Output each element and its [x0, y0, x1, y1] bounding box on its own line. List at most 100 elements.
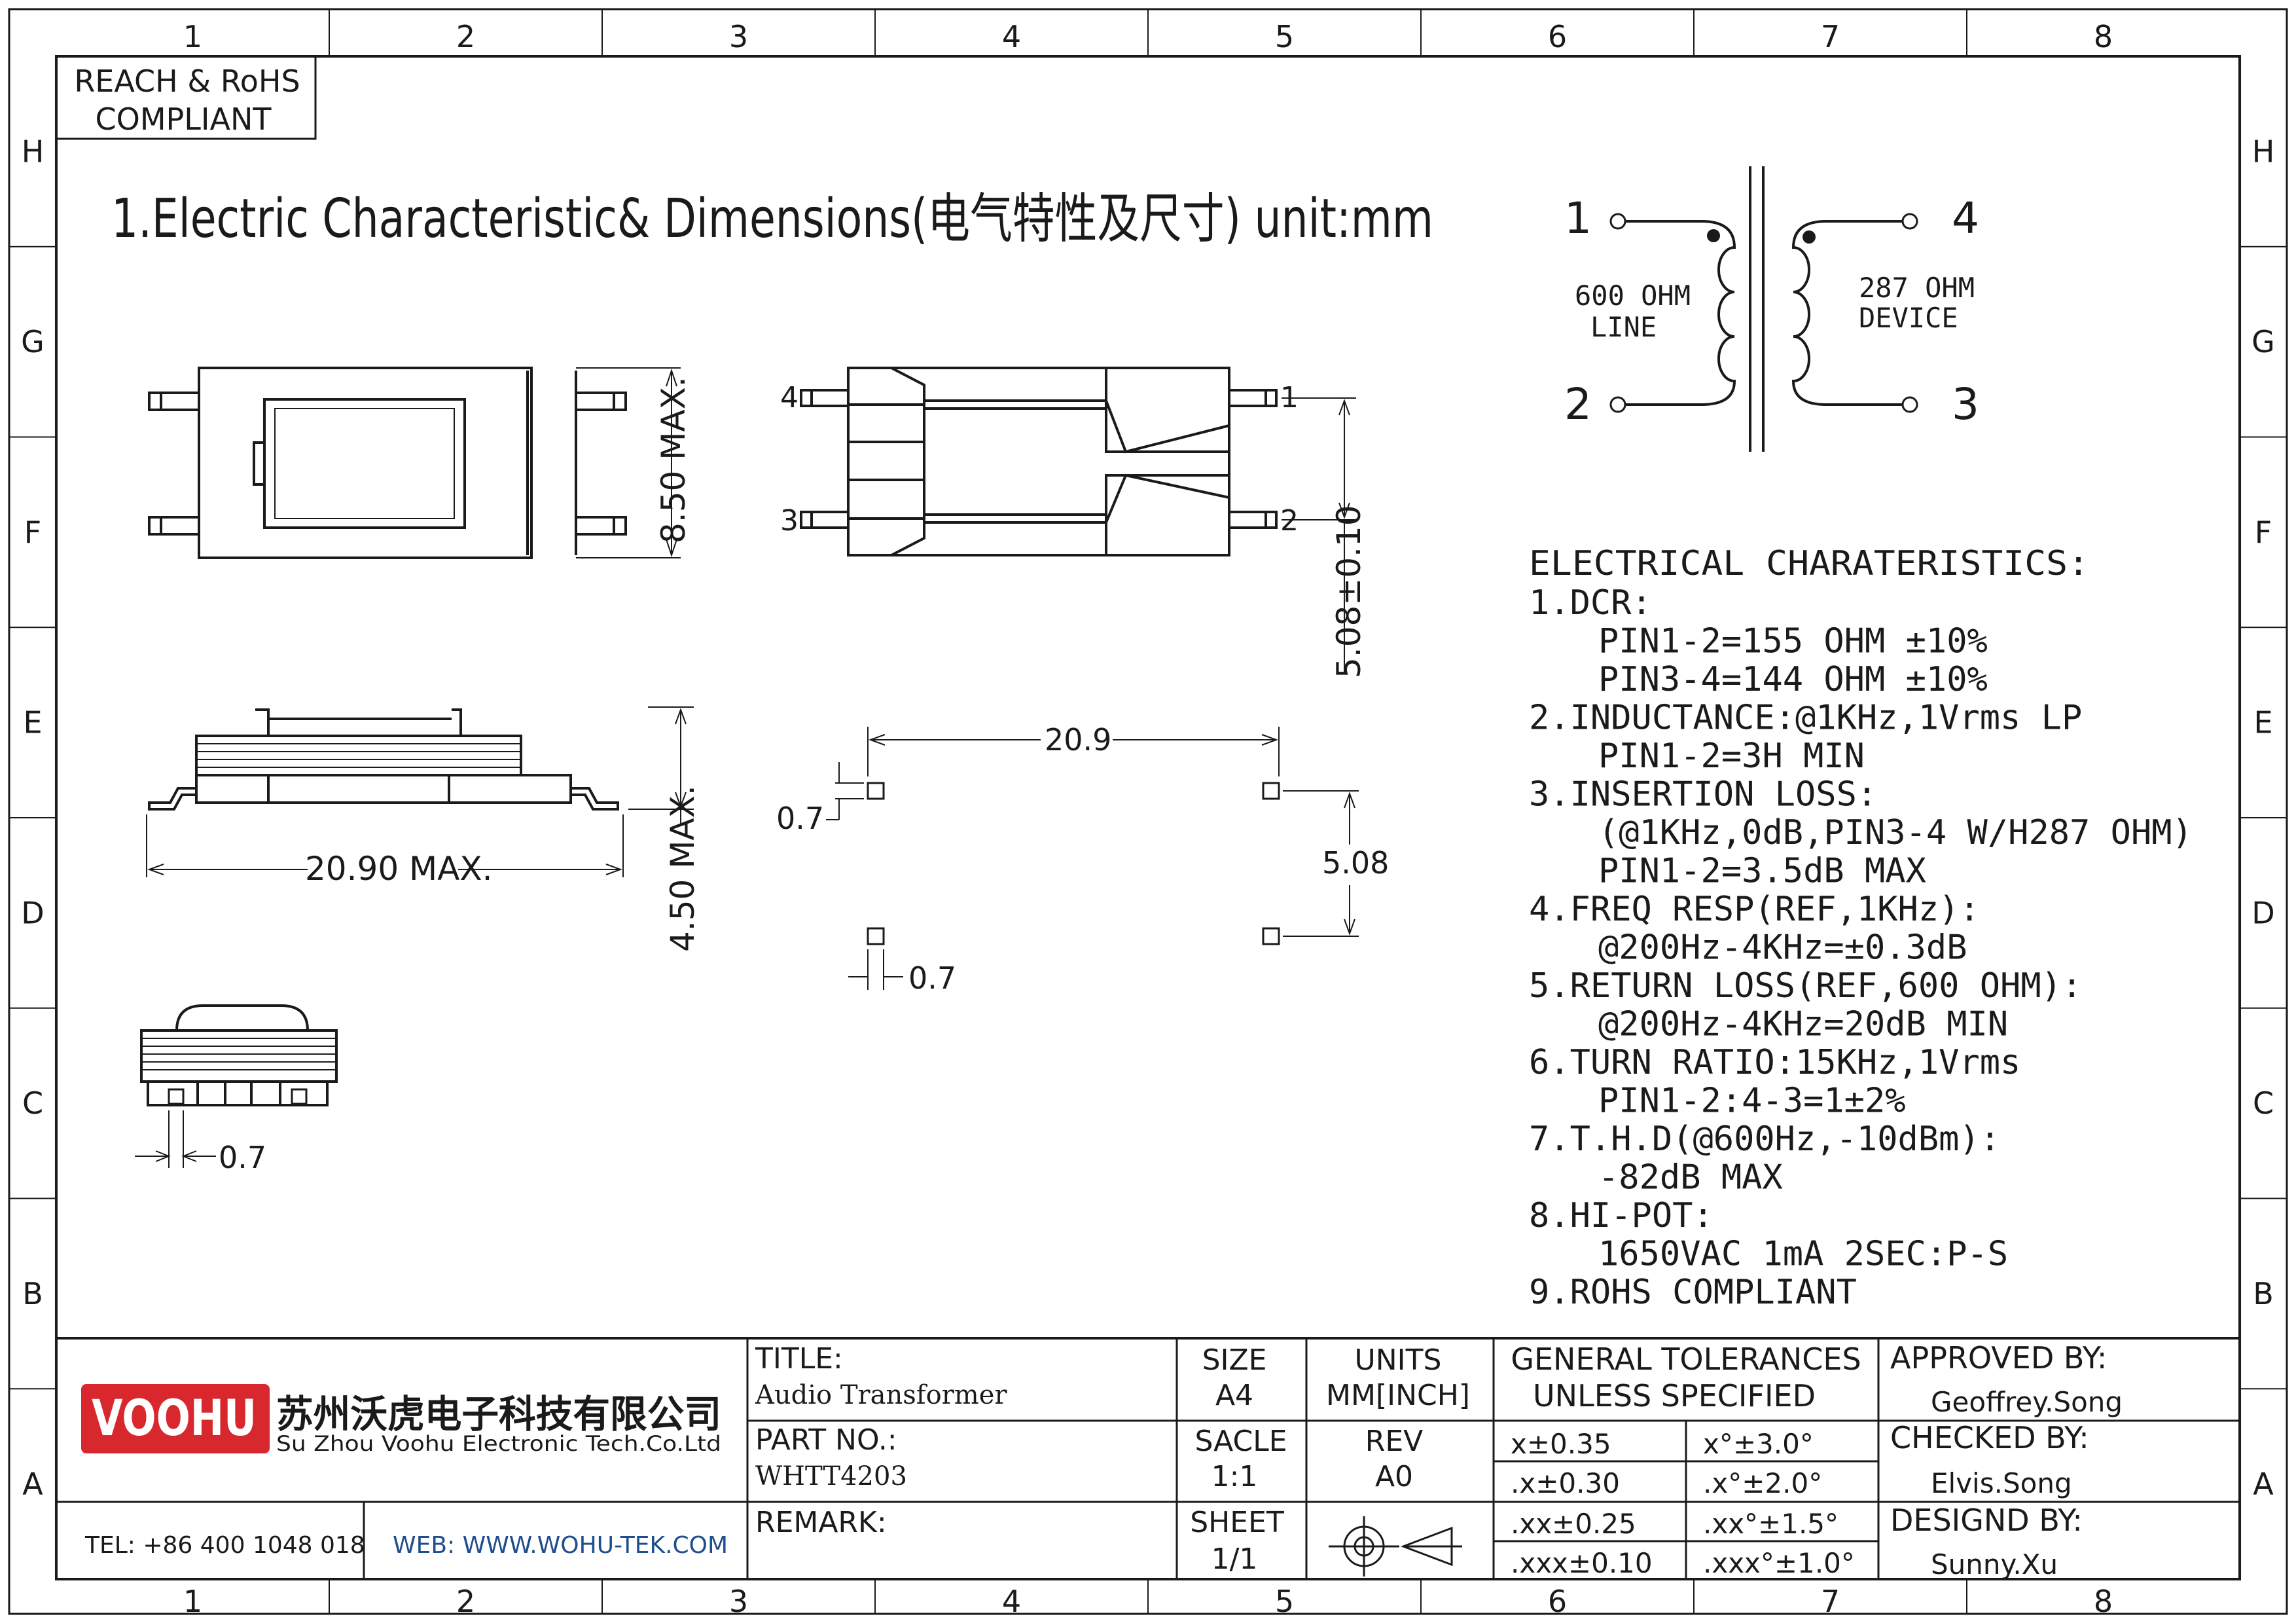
tolerance-linear: x±0.35 — [1511, 1428, 1611, 1460]
dim-pad-size-a: 0.7 — [776, 801, 824, 836]
border-col-3-top: 3 — [729, 19, 748, 54]
front-pin-4: 4 — [780, 381, 798, 414]
dim-pin-pitch: 5.08±0.10 — [1330, 505, 1368, 678]
border-col-2-top: 2 — [456, 19, 475, 54]
tolerance-title-2: UNLESS SPECIFIED — [1533, 1378, 1816, 1413]
company-web: WEB: WWW.WOHU-TEK.COM — [393, 1532, 728, 1559]
electrical-line: 7.T.H.D(@600Hz,-10dBm): — [1529, 1120, 2000, 1159]
tolerance-angular: .x°±2.0° — [1703, 1467, 1822, 1499]
electrical-line: PIN1-2=3.5dB MAX — [1598, 852, 1926, 891]
border-col-7-bottom: 7 — [1821, 1584, 1840, 1619]
title-block — [56, 1337, 2240, 1579]
electrical-line: @200Hz-4KHz=20dB MIN — [1598, 1005, 2008, 1044]
electrical-line: 1650VAC 1mA 2SEC:P-S — [1598, 1235, 2008, 1274]
designed-label: DESIGND BY: — [1890, 1503, 2083, 1538]
compliance-line-1: REACH & RoHS — [74, 64, 300, 99]
units-label: UNITS — [1355, 1343, 1442, 1377]
schematic-pin-4: 4 — [1952, 193, 1979, 244]
approved-value: Geoffrey.Song — [1931, 1386, 2123, 1418]
front-view — [800, 367, 1356, 674]
electrical-line: 5.RETURN LOSS(REF,600 OHM): — [1529, 966, 2082, 1006]
front-pin-1: 1 — [1280, 381, 1299, 414]
border-col-4-top: 4 — [1002, 19, 1021, 54]
electrical-line: 1.DCR: — [1529, 583, 1652, 623]
dim-pad-size-c: 0.7 — [219, 1140, 266, 1175]
electrical-line: 2.INDUCTANCE:@1KHz,1Vrms LP — [1529, 699, 2082, 738]
border-col-1-bottom: 1 — [183, 1584, 202, 1619]
border-row-F-right: F — [2255, 515, 2272, 550]
page-heading: 1.Electric Characteristic& Dimensions(电气… — [111, 188, 1433, 250]
dim-height-side: 4.50 MAX. — [664, 785, 702, 952]
electrical-line: -82dB MAX — [1598, 1158, 1783, 1197]
size-value: A4 — [1215, 1379, 1253, 1412]
scale-value: 1:1 — [1211, 1460, 1258, 1493]
electrical-list: 1.DCR:PIN1-2=155 OHM ±10%PIN3-4=144 OHM … — [1529, 583, 2193, 1312]
checked-label: CHECKED BY: — [1890, 1420, 2089, 1455]
electrical-line: 6.TURN RATIO:15KHz,1Vrms — [1529, 1043, 2020, 1082]
checked-value: Elvis.Song — [1931, 1467, 2072, 1499]
schematic-pin-1: 1 — [1564, 193, 1592, 244]
company-name-en: Su Zhou Voohu Electronic Tech.Co.Ltd — [276, 1431, 721, 1456]
sheet-label: SHEET — [1190, 1506, 1284, 1539]
projection-symbol-icon — [1329, 1516, 1462, 1577]
border-col-1-top: 1 — [183, 19, 202, 54]
dim-pad-pitch: 5.08 — [1322, 845, 1389, 881]
electrical-title: ELECTRICAL CHARATERISTICS: — [1529, 544, 2089, 583]
end-view — [135, 1004, 338, 1168]
dim-height-top: 8.50 MAX. — [655, 376, 692, 543]
tolerance-linear: .x±0.30 — [1511, 1467, 1620, 1499]
front-pin-3: 3 — [780, 504, 798, 538]
primary-label: LINE — [1590, 311, 1657, 343]
rev-label: REV — [1365, 1425, 1423, 1458]
tolerance-title-1: GENERAL TOLERANCES — [1511, 1341, 1861, 1377]
electrical-line: PIN1-2=155 OHM ±10% — [1598, 622, 1988, 661]
border-col-6-top: 6 — [1548, 19, 1567, 54]
border-row-E-left: E — [23, 705, 42, 740]
dim-pad-span: 20.9 — [1045, 722, 1111, 757]
side-view — [146, 706, 694, 877]
tolerance-linear: .xx±0.25 — [1511, 1508, 1636, 1540]
border-col-4-bottom: 4 — [1002, 1584, 1021, 1619]
electrical-line: 9.ROHS COMPLIANT — [1529, 1273, 1857, 1312]
compliance-box: REACH & RoHS COMPLIANT — [55, 55, 317, 140]
border-col-5-top: 5 — [1275, 19, 1294, 54]
electrical-line: @200Hz-4KHz=±0.3dB — [1598, 928, 1967, 968]
border-col-8-top: 8 — [2094, 19, 2113, 54]
border-row-D-left: D — [21, 895, 44, 930]
compliance-line-2: COMPLIANT — [96, 101, 272, 137]
border-row-E-right: E — [2253, 705, 2272, 740]
title-value: Audio Transformer — [755, 1380, 1007, 1410]
primary-impedance: 600 OHM — [1575, 280, 1691, 312]
part-label: PART NO.: — [755, 1423, 897, 1457]
border-row-D-right: D — [2251, 895, 2274, 930]
electrical-line: 3.INSERTION LOSS: — [1529, 775, 1877, 814]
electrical-line: 4.FREQ RESP(REF,1KHz): — [1529, 890, 1980, 929]
tolerance-linear: .xxx±0.10 — [1511, 1547, 1653, 1579]
scale-label: SACLE — [1194, 1425, 1287, 1458]
title-label: TITLE: — [755, 1342, 843, 1376]
border-col-6-bottom: 6 — [1548, 1584, 1567, 1619]
border-row-B-left: B — [22, 1276, 43, 1311]
tolerance-angular: .xxx°±1.0° — [1703, 1547, 1855, 1579]
remark-label: REMARK: — [755, 1506, 887, 1539]
size-label: SIZE — [1202, 1343, 1267, 1377]
border-row-H-left: H — [22, 134, 45, 169]
dim-length: 20.90 MAX. — [305, 850, 493, 888]
tolerance-angular: .xx°±1.5° — [1703, 1508, 1839, 1540]
border-row-C-left: C — [22, 1085, 43, 1121]
electrical-line: PIN3-4=144 OHM ±10% — [1598, 660, 1988, 699]
secondary-label: DEVICE — [1859, 302, 1958, 334]
electrical-line: (@1KHz,0dB,PIN3-4 W/H287 OHM) — [1598, 813, 2193, 852]
transformer-schematic — [1609, 166, 1918, 452]
approved-label: APPROVED BY: — [1890, 1340, 2107, 1376]
border-row-B-right: B — [2253, 1276, 2274, 1311]
rev-value: A0 — [1375, 1460, 1413, 1493]
dim-pad-size-b: 0.7 — [908, 960, 956, 996]
top-view — [148, 367, 681, 559]
front-pin-2: 2 — [1280, 504, 1299, 538]
electrical-line: 8.HI-POT: — [1529, 1196, 1713, 1235]
electrical-line: PIN1-2:4-3=1±2% — [1598, 1082, 1906, 1121]
border-col-5-bottom: 5 — [1275, 1584, 1294, 1619]
